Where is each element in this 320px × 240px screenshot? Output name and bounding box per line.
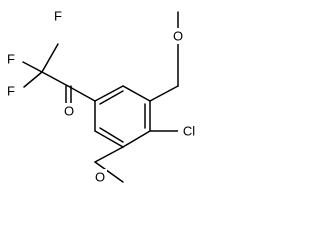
ring-bond-2 [122,85,151,102]
mask-f-left [4,51,18,67]
bond-carbonyl-ring [67,85,96,102]
mask-o-methoxy-top [171,28,185,44]
ring-bond-1 [94,85,124,102]
atom-f-left: F [7,52,15,67]
ring-inner-double-3 [99,127,124,143]
bond-ring-o-bottom [94,146,124,163]
atom-cl: Cl [183,124,195,139]
atom-f-bottom: F [7,84,15,99]
mask-f-bottom [4,83,18,99]
mask-o-methoxy-bottom [93,169,107,185]
atom-labels: F F F O O Cl O [4,8,200,185]
mask-cl [178,123,200,139]
bond-o-bottom-methyl [94,161,124,183]
ring-bond-4 [122,130,151,148]
atom-o-methoxy-bottom: O [95,170,105,185]
bond-c-f-left [22,61,43,73]
atom-o-carbonyl: O [64,104,74,119]
bond-cf3-carbonyl [41,71,69,87]
ring-bond-5 [94,130,124,148]
chemical-structure-diagram: F F F O O Cl O [4,8,200,185]
bond-c-f-top [41,43,59,73]
ring-inner-double-1 [99,90,124,105]
mask-f-top [51,8,65,24]
bond-ring-o-top [149,85,179,102]
atom-f-top: F [54,9,62,24]
bond-c-f-bottom [23,71,43,88]
bonds [22,11,182,183]
mask-o-carbonyl [62,103,76,119]
atom-o-methoxy-top: O [173,29,183,44]
